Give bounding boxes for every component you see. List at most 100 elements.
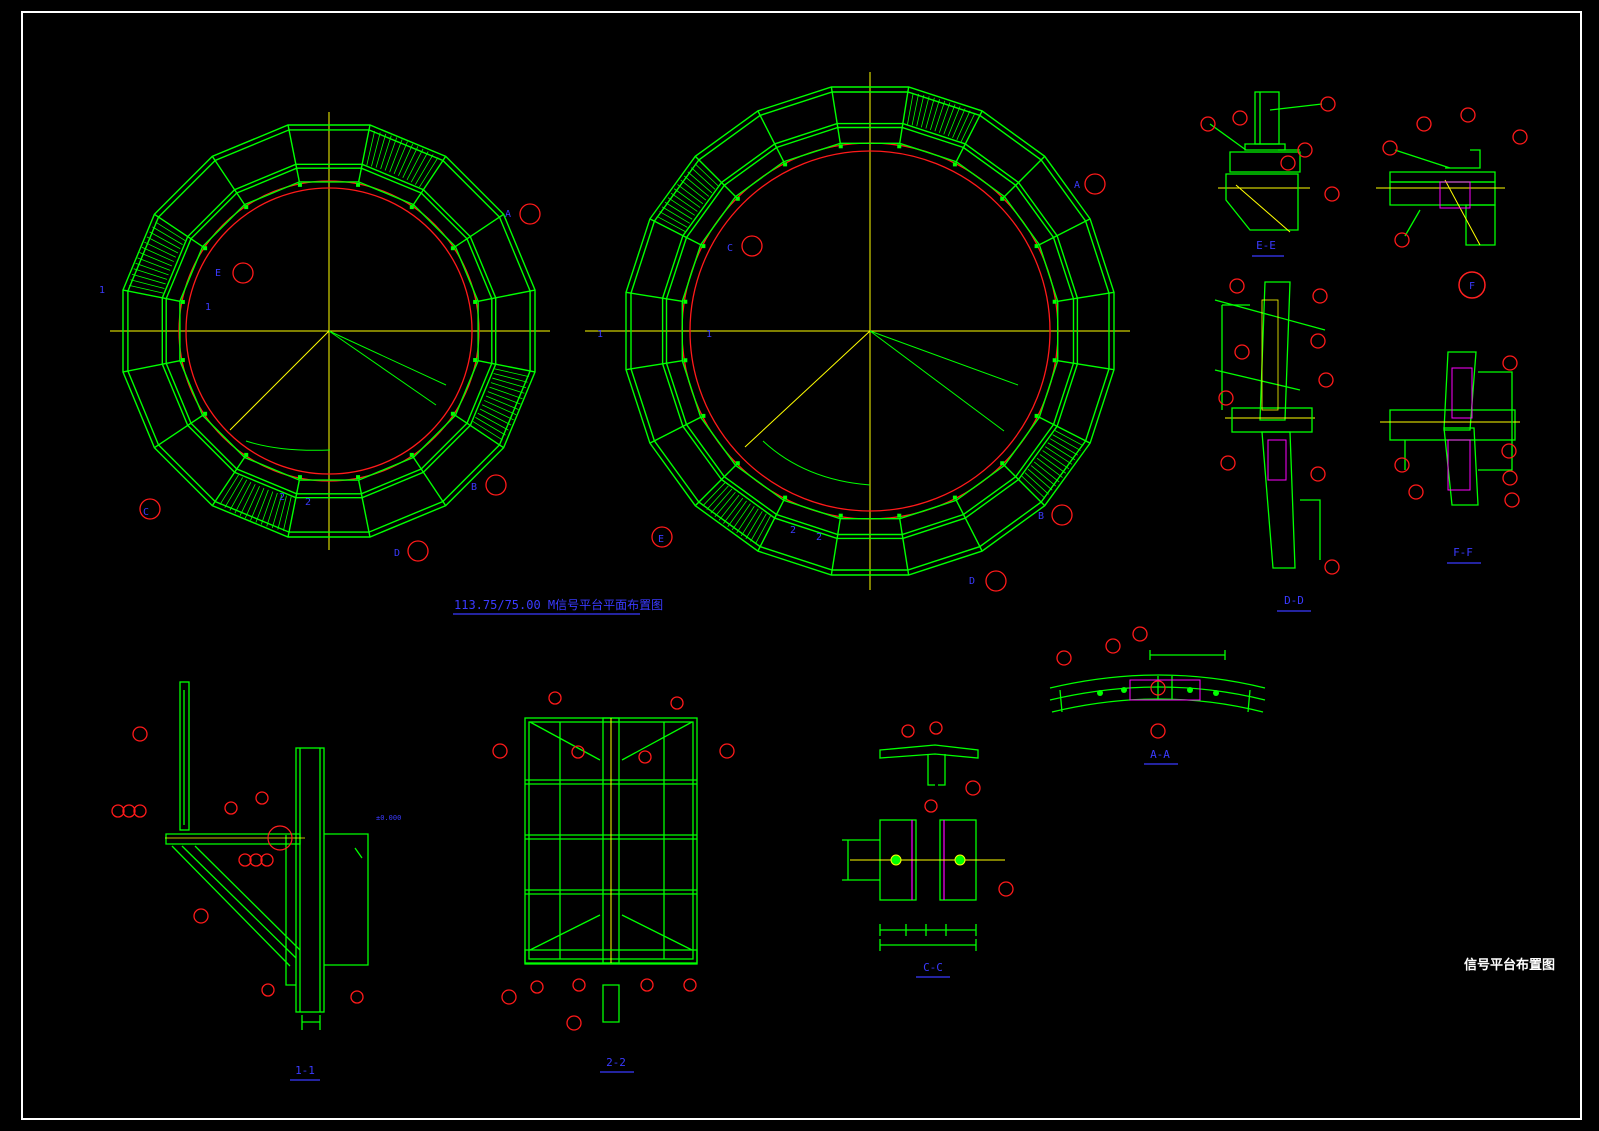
grating-bar: [266, 492, 278, 527]
grating-bar: [907, 92, 914, 125]
sheet-title: 信号平台布置图: [1464, 957, 1555, 973]
reference-bubble: [1416, 116, 1432, 132]
anchor-bracket: [203, 246, 208, 251]
grating-bar: [1027, 468, 1053, 491]
radial-beam: [1038, 416, 1091, 444]
grating-bar: [406, 148, 424, 181]
grating-bar: [239, 483, 256, 516]
detail-a-a: [1049, 650, 1266, 713]
grating-bar: [419, 157, 439, 188]
reference-bubble: [407, 540, 429, 562]
section-2-2: [524, 717, 698, 1023]
section-mark: 1: [99, 285, 105, 296]
section-mark: D: [969, 576, 975, 587]
anchor-bracket: [409, 205, 414, 210]
grating-bar: [487, 391, 521, 405]
bolt: [890, 854, 902, 866]
grating-bar: [224, 477, 243, 508]
anchor-bracket: [203, 411, 208, 416]
grating-bar: [673, 188, 701, 208]
detail-f-f: [1376, 149, 1505, 246]
grating-bar: [943, 104, 956, 135]
radial-beam: [1003, 155, 1046, 198]
reference-bubble: [1512, 129, 1528, 145]
grating-bar: [670, 192, 698, 212]
detail-label: 2-2: [606, 1056, 626, 1069]
detail-callout: [267, 825, 293, 851]
radial-beam: [211, 156, 246, 206]
anchor-bracket: [838, 144, 843, 149]
grating-bar: [960, 112, 976, 142]
anchor-bracket: [683, 358, 688, 363]
grating-bar: [155, 221, 186, 241]
anchor-bracket: [783, 495, 788, 500]
reference-bubble: [492, 743, 508, 759]
reference-bubble: [1218, 390, 1234, 406]
grating-bar: [731, 503, 751, 531]
reference-bubble: [998, 881, 1014, 897]
grating-bar: [714, 491, 736, 518]
radial-beam: [357, 479, 371, 538]
anchor-bracket: [1034, 413, 1039, 418]
grating-bar: [410, 151, 429, 183]
radial-beam: [477, 359, 536, 373]
ring-inner: [689, 150, 1051, 512]
grating-bar: [389, 139, 403, 173]
plan-title: 113.75/75.00 M信号平台平面布置图: [454, 597, 663, 612]
section-mark: C: [727, 243, 733, 254]
grating-bar: [141, 246, 174, 262]
reference-bubble: [238, 853, 252, 867]
grating-bar: [710, 488, 733, 514]
grating-bar: [255, 489, 269, 523]
grating-bar: [911, 93, 919, 126]
radial-beam: [899, 518, 910, 576]
detail-callout: [1458, 271, 1486, 299]
elevation-tag: ±0.000: [376, 814, 401, 822]
anchor-bracket: [1000, 461, 1005, 466]
grating-bar: [1042, 450, 1070, 470]
reference-bubble: [111, 804, 125, 818]
reference-bubble: [1408, 484, 1424, 500]
grating-bar: [1045, 446, 1073, 465]
grating-bar: [956, 110, 971, 140]
platform-steel-frame: [122, 124, 536, 538]
platform-ring-beam: [122, 124, 536, 538]
reference-bubble: [985, 570, 1007, 592]
radial-beam: [287, 479, 301, 538]
grating-bar: [1054, 430, 1084, 447]
reference-bubble: [249, 853, 263, 867]
section-mark: B: [471, 482, 477, 493]
grating-bar: [1024, 472, 1049, 495]
detail-a-a-bolts: [1097, 687, 1219, 696]
reference-bubble: [1234, 344, 1250, 360]
grating-bar: [920, 96, 930, 128]
reference-bubble: [193, 908, 209, 924]
anchor-bracket: [356, 182, 361, 187]
grating-bar: [380, 135, 392, 170]
reference-bubble: [651, 526, 673, 548]
reference-bubble: [519, 203, 541, 225]
grating-bar: [415, 154, 434, 185]
reference-bubble: [1051, 504, 1073, 526]
anchor-bracket: [297, 182, 302, 187]
detail-c-c: [842, 744, 1005, 951]
grating-bar: [493, 373, 528, 383]
grating-bar: [144, 241, 177, 258]
grating-bar: [659, 211, 688, 228]
grating-bar: [745, 511, 763, 539]
grating-bar: [250, 487, 265, 521]
grating-bar: [723, 497, 744, 524]
platform-ring-beam: [625, 86, 1115, 576]
reference-bubble: [1504, 492, 1520, 508]
reference-bubble: [1382, 140, 1398, 156]
grating-bar: [398, 143, 414, 176]
reference-bubble: [965, 780, 981, 796]
anchor-bracket: [701, 244, 706, 249]
reference-bubble: [1460, 107, 1476, 123]
anchor-bracket: [952, 162, 957, 167]
anchor-bracket: [897, 513, 902, 518]
radial-beam: [757, 499, 785, 552]
radial-beam: [122, 289, 181, 303]
grating-bar: [1050, 438, 1078, 456]
